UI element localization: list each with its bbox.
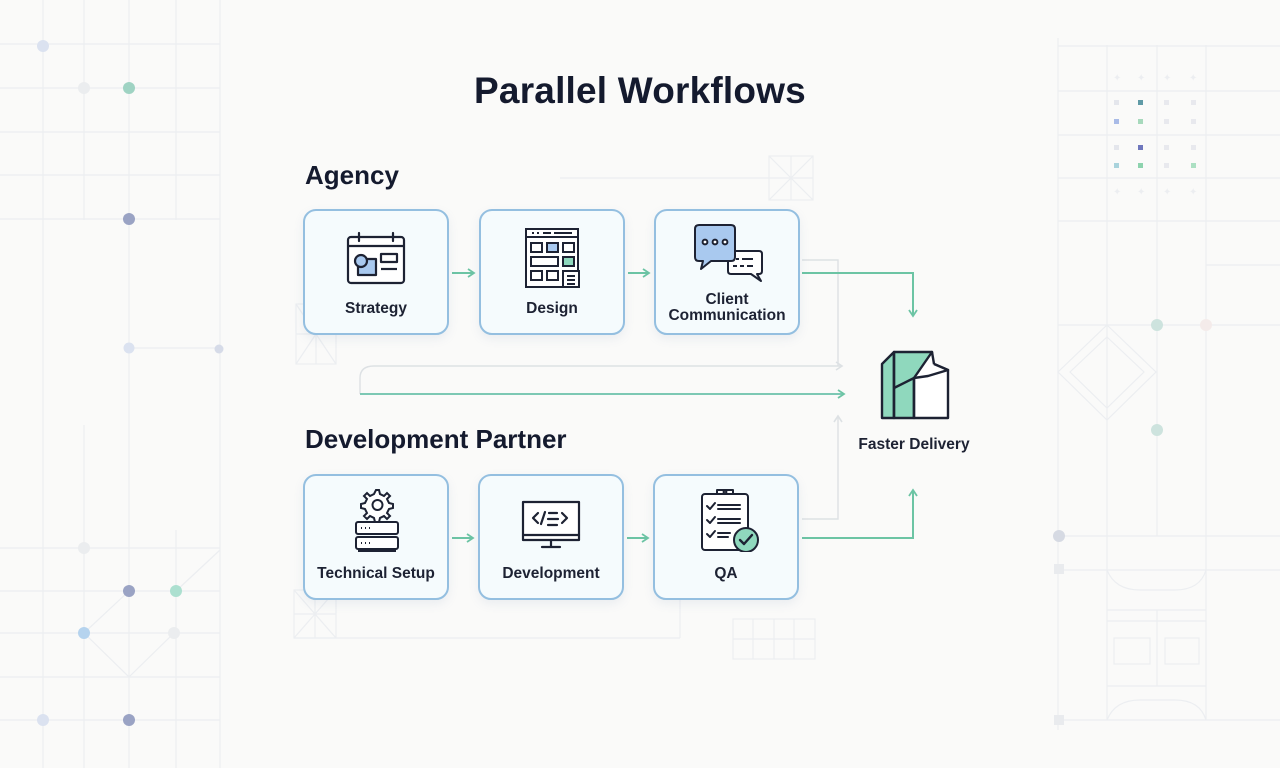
step-label: Strategy <box>344 300 408 317</box>
step-label: Development <box>502 565 600 582</box>
outcome-label: Faster Delivery <box>858 436 970 453</box>
svg-text:✦: ✦ <box>1137 187 1145 198</box>
chat-bubbles-icon <box>694 224 763 282</box>
svg-text:✦: ✦ <box>1137 73 1145 84</box>
svg-text:✦: ✦ <box>1113 187 1121 198</box>
step-label: Technical Setup <box>317 565 435 582</box>
svg-text:✦: ✦ <box>1163 187 1171 198</box>
svg-text:✦: ✦ <box>1189 73 1197 84</box>
svg-text:✦: ✦ <box>1189 187 1197 198</box>
step-card-qa[interactable]: QA <box>653 474 799 600</box>
step-label: Design <box>526 300 578 317</box>
lane-label-development-partner: Development Partner <box>305 424 567 454</box>
layout-wireframe-icon <box>525 228 580 288</box>
code-monitor-icon <box>521 500 581 549</box>
svg-text:✦: ✦ <box>1113 73 1121 84</box>
svg-text:✦: ✦ <box>1163 73 1171 84</box>
page-title: Parallel Workflows <box>474 70 806 111</box>
step-label-line: Communication <box>668 307 786 324</box>
lane-label-agency: Agency <box>305 160 399 190</box>
checklist-clipboard-icon <box>701 489 759 552</box>
step-card-client-communication[interactable]: Client Communication <box>654 209 800 335</box>
step-card-strategy[interactable]: Strategy <box>303 209 449 335</box>
delivery-box-icon <box>880 350 950 420</box>
step-card-design[interactable]: Design <box>479 209 625 335</box>
step-label-line: Client <box>705 291 749 308</box>
strategy-board-icon <box>346 231 406 285</box>
step-label: QA <box>714 565 738 582</box>
server-gear-icon <box>355 489 399 552</box>
step-card-technical-setup[interactable]: Technical Setup <box>303 474 449 600</box>
step-card-development[interactable]: Development <box>478 474 624 600</box>
step-label: Client Communication <box>656 292 798 324</box>
